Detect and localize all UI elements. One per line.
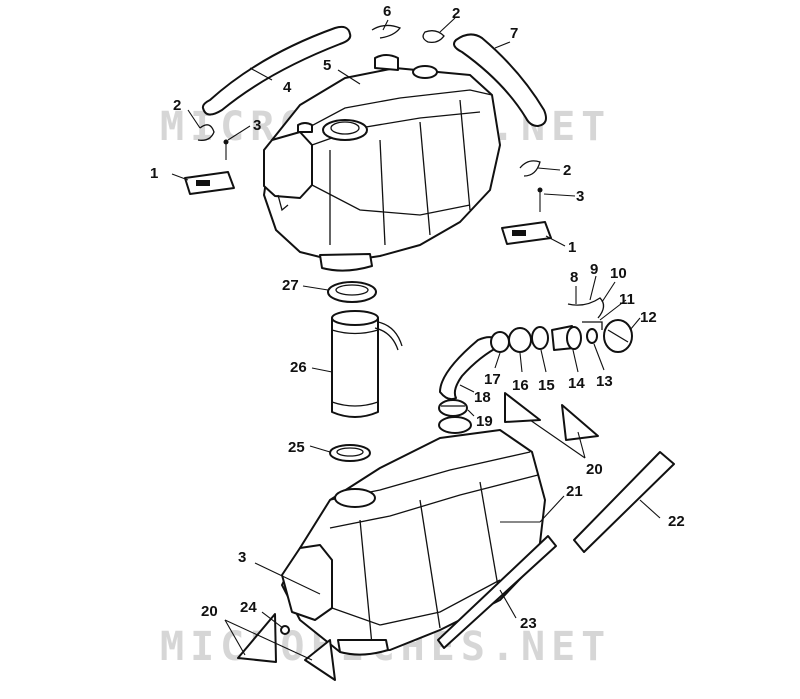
pad-part-20-c bbox=[237, 613, 277, 663]
callout-2-top: 2 bbox=[452, 5, 460, 22]
callout-22: 22 bbox=[668, 513, 685, 530]
fitting-part-16 bbox=[508, 327, 532, 353]
callout-3-left: 3 bbox=[253, 117, 261, 134]
o-ring-part-13 bbox=[586, 328, 598, 344]
callout-14: 14 bbox=[568, 375, 585, 392]
callout-16: 16 bbox=[512, 377, 529, 394]
clip-part-2-right bbox=[519, 160, 541, 177]
clip-part-11 bbox=[582, 321, 603, 330]
callout-1-right: 1 bbox=[568, 239, 576, 256]
tether-part-8 bbox=[567, 297, 605, 319]
strap-part-7 bbox=[453, 33, 547, 127]
callout-17: 17 bbox=[484, 371, 501, 388]
callout-6: 6 bbox=[383, 3, 391, 20]
pad-part-20-a bbox=[504, 392, 541, 423]
callout-18: 18 bbox=[474, 389, 491, 406]
clip-part-2-left bbox=[197, 124, 215, 141]
washer-part-15 bbox=[531, 326, 549, 350]
callout-3-lower: 3 bbox=[238, 549, 246, 566]
gasket-part-25 bbox=[329, 444, 371, 462]
fitting-part-14 bbox=[551, 325, 582, 351]
pad-part-20-d bbox=[304, 639, 336, 681]
callout-20-right: 20 bbox=[586, 461, 603, 478]
strip-part-23 bbox=[437, 535, 557, 649]
callout-5: 5 bbox=[323, 57, 331, 74]
callout-27: 27 bbox=[282, 277, 299, 294]
ring-part-27 bbox=[327, 281, 377, 303]
callout-11: 11 bbox=[619, 291, 635, 308]
fitting-part-17 bbox=[490, 331, 510, 353]
callout-25: 25 bbox=[288, 439, 305, 456]
lower-fuel-tank bbox=[281, 416, 546, 656]
clip-part-2-top bbox=[422, 30, 445, 44]
callout-15: 15 bbox=[538, 377, 555, 394]
screw-part-3-left bbox=[223, 139, 229, 160]
callout-26: 26 bbox=[290, 359, 307, 376]
callout-20-left: 20 bbox=[201, 603, 218, 620]
screw-part-3-right bbox=[537, 187, 543, 212]
callout-9: 9 bbox=[590, 261, 598, 278]
bracket-part-1-left bbox=[184, 171, 235, 195]
callout-12: 12 bbox=[640, 309, 657, 326]
callout-2-left: 2 bbox=[173, 97, 181, 114]
callout-19: 19 bbox=[476, 413, 493, 430]
callout-21: 21 bbox=[566, 483, 583, 500]
callout-8: 8 bbox=[570, 269, 578, 286]
upper-fuel-tank bbox=[263, 54, 501, 272]
callout-3-right: 3 bbox=[576, 188, 584, 205]
callout-labels: 1 1 2 2 2 3 3 3 4 5 6 7 8 9 10 11 12 13 … bbox=[150, 3, 685, 632]
strip-part-22 bbox=[573, 451, 675, 553]
leader-lines bbox=[171, 17, 661, 661]
callout-23: 23 bbox=[520, 615, 537, 632]
callout-10: 10 bbox=[610, 265, 627, 282]
fuel-pump-part-26 bbox=[331, 310, 403, 418]
callout-7: 7 bbox=[510, 25, 518, 42]
pad-part-20-b bbox=[561, 404, 599, 441]
bracket-part-1-right bbox=[501, 221, 552, 245]
callout-24: 24 bbox=[240, 599, 257, 616]
nut-part-19 bbox=[438, 399, 468, 417]
callout-1-left: 1 bbox=[150, 165, 158, 182]
cap-part-12 bbox=[603, 319, 633, 353]
clip-part-6 bbox=[371, 24, 402, 39]
strap-part-4 bbox=[201, 25, 352, 116]
callout-13: 13 bbox=[596, 373, 613, 390]
callout-2-right: 2 bbox=[563, 162, 571, 179]
callout-4: 4 bbox=[283, 79, 292, 96]
